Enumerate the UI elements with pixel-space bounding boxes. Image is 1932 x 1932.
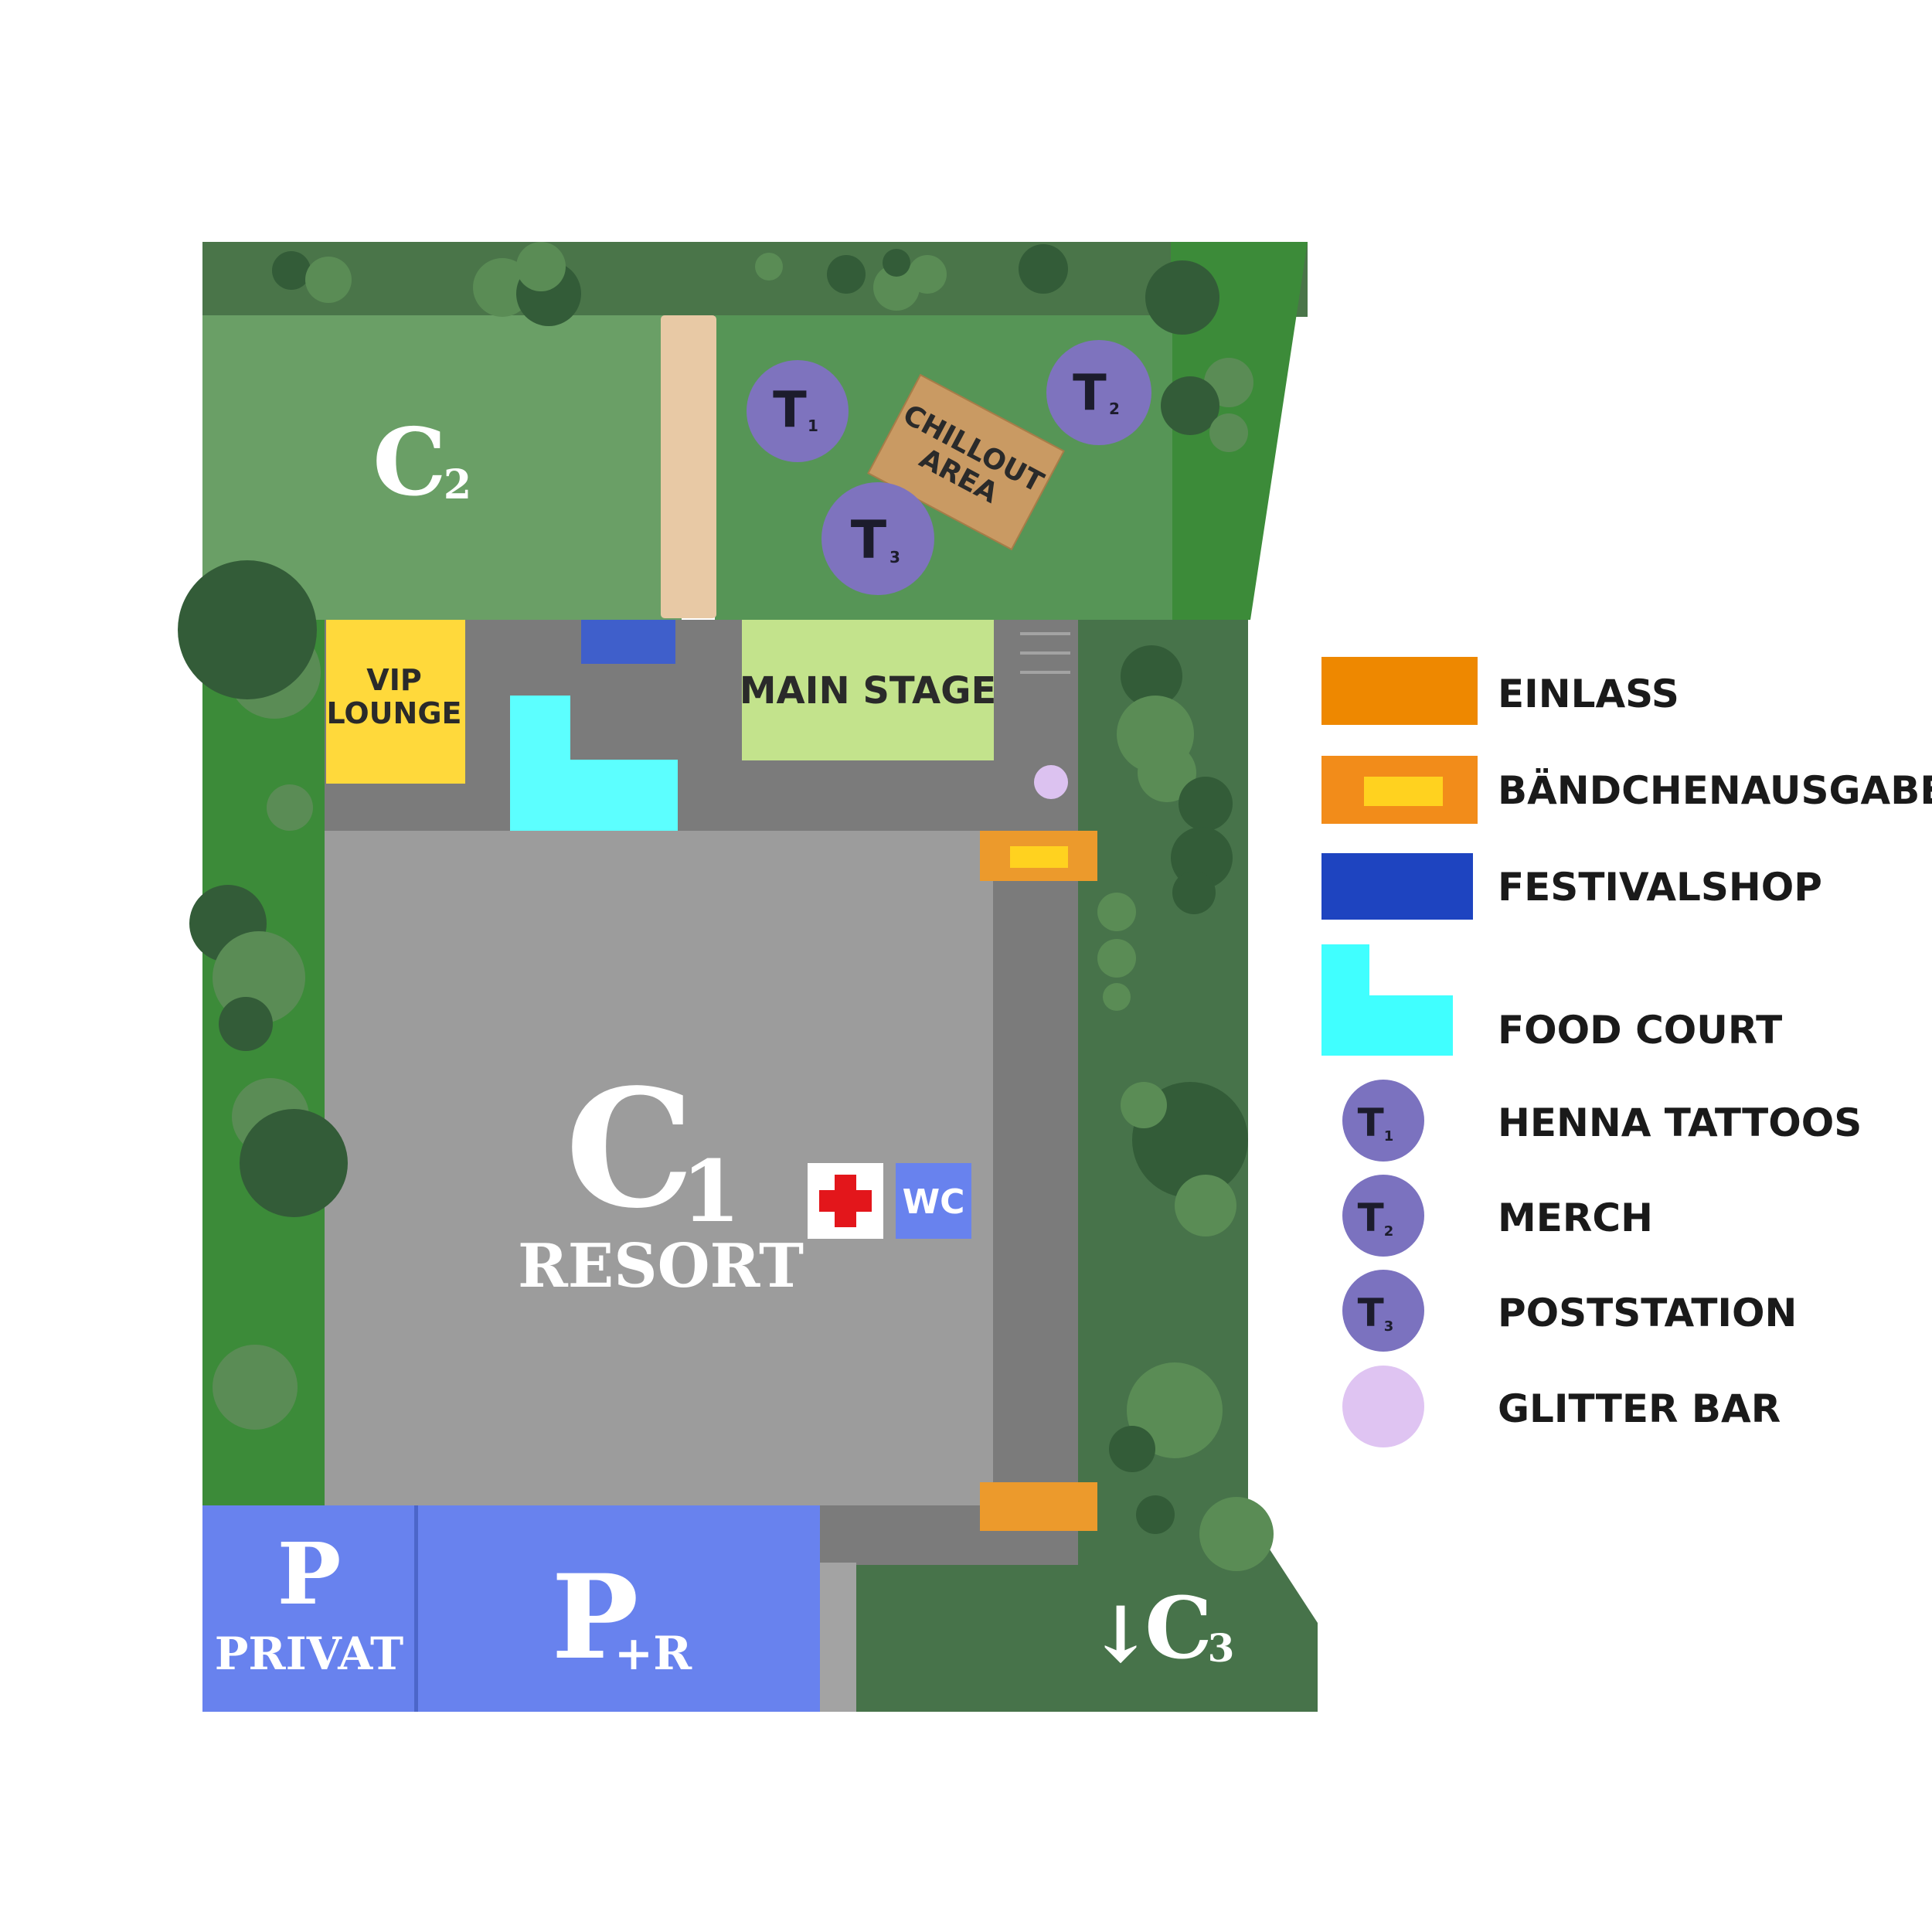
- baendchenausgabe-point[interactable]: [980, 831, 1097, 881]
- legend-swatch-shop: [1321, 853, 1473, 920]
- top-hedge: [202, 242, 1308, 317]
- legend-label-baendchenausgabe: BÄNDCHENAUSGABE: [1498, 768, 1932, 813]
- tree-icon: [232, 1078, 348, 1217]
- parking-private-name: PRIVAT: [215, 1628, 403, 1680]
- tree-icon: [755, 253, 783, 281]
- park-ride-sub: +R: [614, 1627, 692, 1681]
- legend-item-food-court: FOOD COURT: [1321, 944, 1782, 1056]
- park-and-ride[interactable]: [418, 1505, 820, 1712]
- parking-private[interactable]: [202, 1505, 415, 1712]
- legend-swatch-food: [1321, 944, 1453, 1056]
- main-stage-label: MAIN STAGE: [740, 669, 997, 713]
- legend-item-einlass: EINLASS: [1321, 657, 1679, 725]
- legend-item-henna-tattoos: T1 HENNA TATTOOS: [1342, 1080, 1862, 1162]
- tree-icon: [1019, 244, 1068, 294]
- legend-label-merch: MERCH: [1498, 1196, 1653, 1240]
- tree-icon: [1145, 260, 1253, 452]
- festivalshop[interactable]: [581, 620, 675, 664]
- zone-c1-name: RESORT: [518, 1231, 804, 1301]
- chillout-area[interactable]: CHILLOUT AREA: [867, 373, 1065, 551]
- legend-label-festivalshop: FESTIVALSHOP: [1498, 865, 1822, 910]
- parking-private-letter: P: [277, 1524, 342, 1624]
- legend-label-food-court: FOOD COURT: [1498, 1008, 1782, 1053]
- legend-item-merch: T2 MERCH: [1342, 1175, 1653, 1257]
- east-road: [993, 831, 1078, 1565]
- vip-lounge-label-1: VIP: [366, 663, 421, 697]
- legend-label-henna-tattoos: HENNA TATTOOS: [1498, 1100, 1862, 1145]
- legend-label-einlass: EINLASS: [1498, 672, 1679, 716]
- tree-icon: [213, 1345, 298, 1430]
- tree-icon: [189, 885, 305, 1051]
- tree-icon: [178, 560, 321, 831]
- trees: [178, 242, 1274, 1571]
- road-marking: [1020, 671, 1070, 674]
- tree-icon: [1121, 1082, 1248, 1236]
- zone-c3-sub: 3: [1208, 1625, 1235, 1671]
- legend-swatch-einlass: [1321, 657, 1478, 725]
- einlass-point[interactable]: [980, 1482, 1097, 1531]
- tree-icon: [1109, 1362, 1223, 1472]
- park-ride-letter: P: [552, 1549, 639, 1685]
- tree-icon: [1117, 645, 1196, 802]
- parking-areas: [202, 1505, 820, 1712]
- legend-item-poststation: T3 POSTSTATION: [1342, 1270, 1797, 1352]
- sand-path: [661, 315, 716, 618]
- tent-t1-letter: T: [773, 382, 807, 439]
- legend-t2-sub: T2: [1358, 1196, 1394, 1240]
- legend-item-festivalshop: FESTIVALSHOP: [1321, 853, 1822, 920]
- tent-t2-letter: T: [1073, 365, 1107, 422]
- tent-t1-sub: 1: [808, 417, 818, 435]
- parking-divider: [414, 1505, 418, 1712]
- wc-label: WC: [903, 1182, 965, 1222]
- wc[interactable]: WC: [896, 1163, 971, 1239]
- zone-c3-label: ↓ C 3: [1088, 1578, 1234, 1680]
- legend-label-poststation: POSTSTATION: [1498, 1291, 1797, 1335]
- legend-t3-sub: T3: [1358, 1291, 1394, 1335]
- legend-t1-sub: T1: [1358, 1100, 1394, 1145]
- zone-c1-label: C 1 RESORT: [518, 1053, 804, 1301]
- tree-icon: [827, 249, 947, 311]
- tent-t2-sub: 2: [1109, 400, 1120, 418]
- zone-c1-sub: 1: [682, 1141, 741, 1241]
- zone-c2-label: C 2: [372, 408, 471, 517]
- vip-lounge-label-2: LOUNGE: [327, 696, 462, 730]
- tent-t3[interactable]: T 3: [821, 482, 934, 595]
- glitter-bar[interactable]: [1034, 765, 1068, 799]
- tree-icon: [272, 251, 352, 303]
- vip-lounge[interactable]: VIP LOUNGE: [326, 620, 465, 784]
- tent-t1[interactable]: T 1: [747, 360, 849, 462]
- road-marking: [1020, 632, 1070, 635]
- first-aid[interactable]: [808, 1163, 883, 1239]
- road-marking: [1020, 651, 1070, 655]
- food-court[interactable]: [510, 696, 678, 831]
- legend-item-glitter-bar: GLITTER BAR: [1342, 1366, 1781, 1447]
- legend: EINLASS BÄNDCHENAUSGABE FESTIVALSHOP FOO…: [1321, 657, 1932, 1447]
- tree-icon: [1136, 1495, 1274, 1571]
- park-ride-label: P +R: [552, 1549, 693, 1685]
- zone-c2-letter: C: [372, 408, 447, 517]
- zone-c2-sub: 2: [444, 461, 471, 509]
- tent-t3-sub: 3: [889, 548, 900, 566]
- legend-swatch-t2: [1342, 1175, 1424, 1257]
- legend-swatch-glitter: [1342, 1366, 1424, 1447]
- legend-item-baendchenausgabe: BÄNDCHENAUSGABE: [1321, 756, 1932, 824]
- c2-meadow: [202, 315, 682, 620]
- parking-private-label: P PRIVAT: [215, 1524, 403, 1680]
- south-lane: [819, 1563, 856, 1712]
- zone-c1-letter: C: [565, 1053, 694, 1244]
- tent-t3-letter: T: [851, 510, 887, 571]
- main-stage[interactable]: MAIN STAGE: [740, 620, 997, 760]
- tent-t2[interactable]: T 2: [1046, 340, 1151, 445]
- legend-label-glitter-bar: GLITTER BAR: [1498, 1386, 1781, 1431]
- tree-icon: [473, 242, 581, 326]
- tree-icon: [1097, 893, 1136, 1011]
- legend-swatch-t1: [1342, 1080, 1424, 1162]
- down-arrow-icon: ↓: [1088, 1589, 1153, 1680]
- legend-swatch-t3: [1342, 1270, 1424, 1352]
- zone-c3-letter: C: [1145, 1578, 1213, 1678]
- tree-icon: [1171, 777, 1233, 914]
